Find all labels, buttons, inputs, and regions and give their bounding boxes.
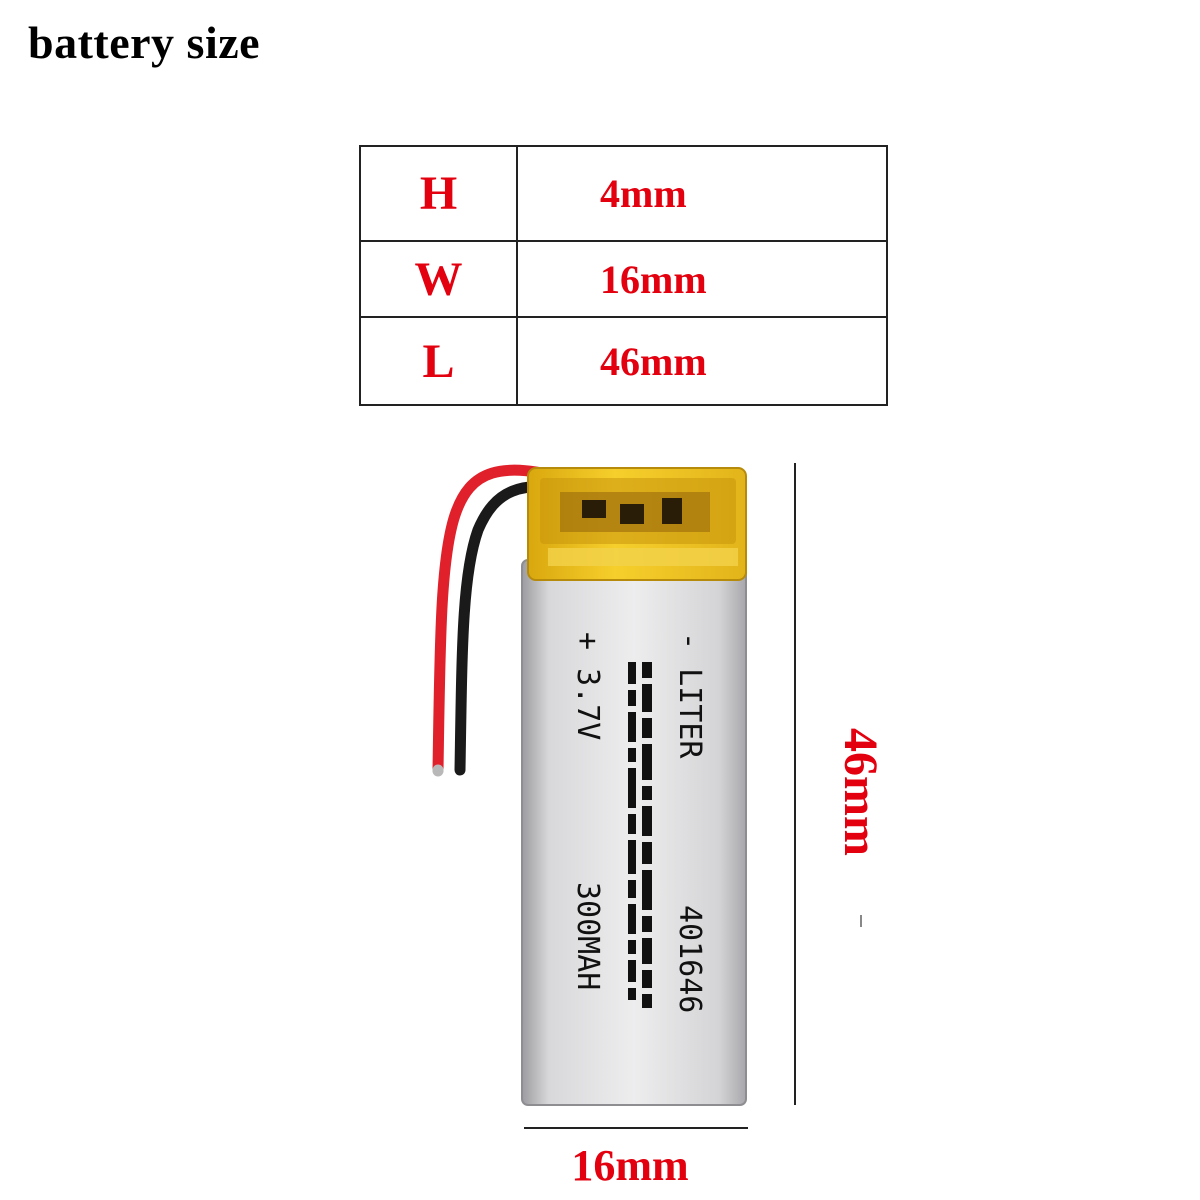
table-row: L 46mm [359, 316, 888, 406]
dimension-value: 16mm [516, 240, 888, 318]
width-dimension-line [524, 1127, 748, 1129]
battery-text-capacity: 300MAH [570, 882, 605, 990]
battery-text-model: 401646 [672, 905, 707, 1013]
length-dimension-line [794, 463, 796, 1105]
table-row: W 16mm [359, 240, 888, 318]
table-row: H 4mm [359, 145, 888, 242]
dimension-key: H [359, 145, 518, 242]
battery-barcode [628, 662, 652, 1008]
red-wire [432, 464, 578, 776]
length-label: 46mm [834, 728, 887, 856]
dimensions-table: H 4mm W 16mm L 46mm [359, 145, 888, 406]
battery-text-liter: - LITER [672, 632, 707, 759]
page-title: battery size [28, 17, 261, 68]
width-label: 16mm [571, 1141, 689, 1190]
tick-mark [860, 915, 862, 927]
battery-text-voltage: + 3.7V [570, 632, 605, 740]
dimension-key: W [359, 240, 518, 318]
dimension-value: 46mm [516, 316, 888, 406]
black-wire [454, 480, 581, 776]
protection-board [527, 467, 747, 581]
dimension-value: 4mm [516, 145, 888, 242]
dimension-key: L [359, 316, 518, 406]
